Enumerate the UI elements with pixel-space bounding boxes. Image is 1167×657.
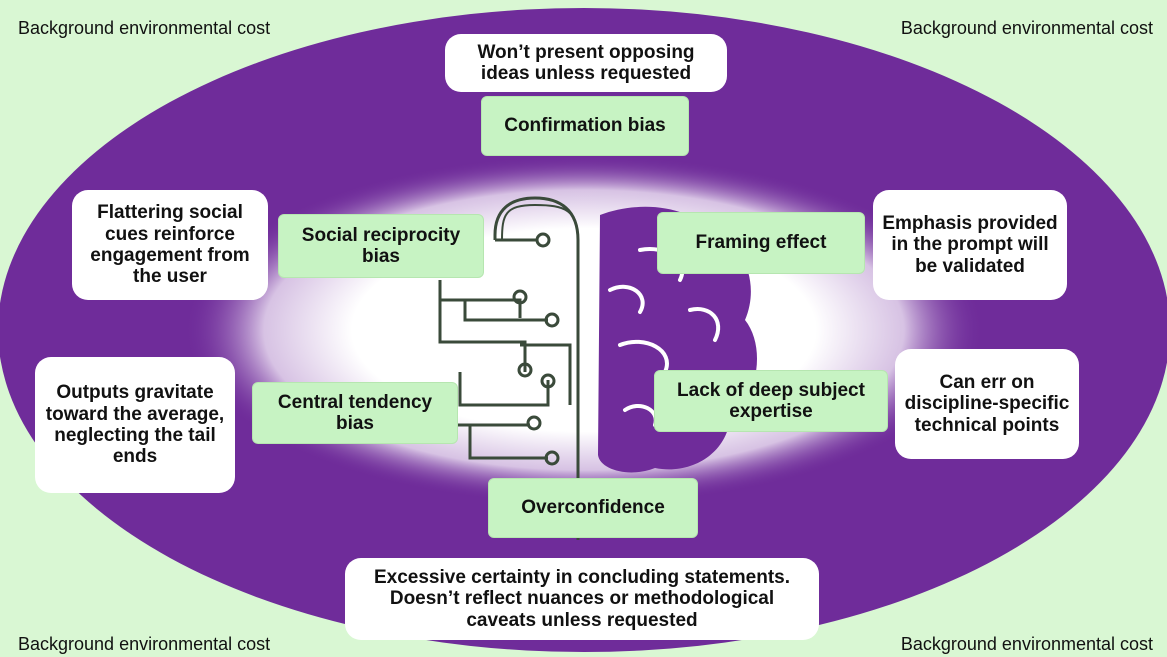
social-reciprocity-bias-box: Social reciprocity bias xyxy=(278,214,484,278)
central-tendency-description: Outputs gravitate toward the average, ne… xyxy=(35,357,235,493)
central-tendency-bias-box: Central tendency bias xyxy=(252,382,458,444)
framing-description: Emphasis provided in the prompt will be … xyxy=(873,190,1067,300)
overconfidence-box: Overconfidence xyxy=(488,478,698,538)
lack-expertise-description: Can err on discipline-specific technical… xyxy=(895,349,1079,459)
corner-label-top-left: Background environmental cost xyxy=(18,18,271,38)
framing-effect-box: Framing effect xyxy=(657,212,865,274)
corner-label-bottom-left: Background environmental cost xyxy=(18,634,271,654)
corner-label-bottom-right: Background environmental cost xyxy=(900,634,1153,654)
overconfidence-description: Excessive certainty in concluding statem… xyxy=(345,558,819,640)
social-reciprocity-description: Flattering social cues reinforce engagem… xyxy=(72,190,268,300)
white-halo xyxy=(184,155,984,505)
corner-label-top-right: Background environmental cost xyxy=(900,18,1153,38)
confirmation-bias-box: Confirmation bias xyxy=(481,96,689,156)
confirmation-description: Won’t present opposing ideas unless requ… xyxy=(445,34,727,92)
circuit-icon xyxy=(438,196,580,540)
lack-of-expertise-box: Lack of deep subject expertise xyxy=(654,370,888,432)
